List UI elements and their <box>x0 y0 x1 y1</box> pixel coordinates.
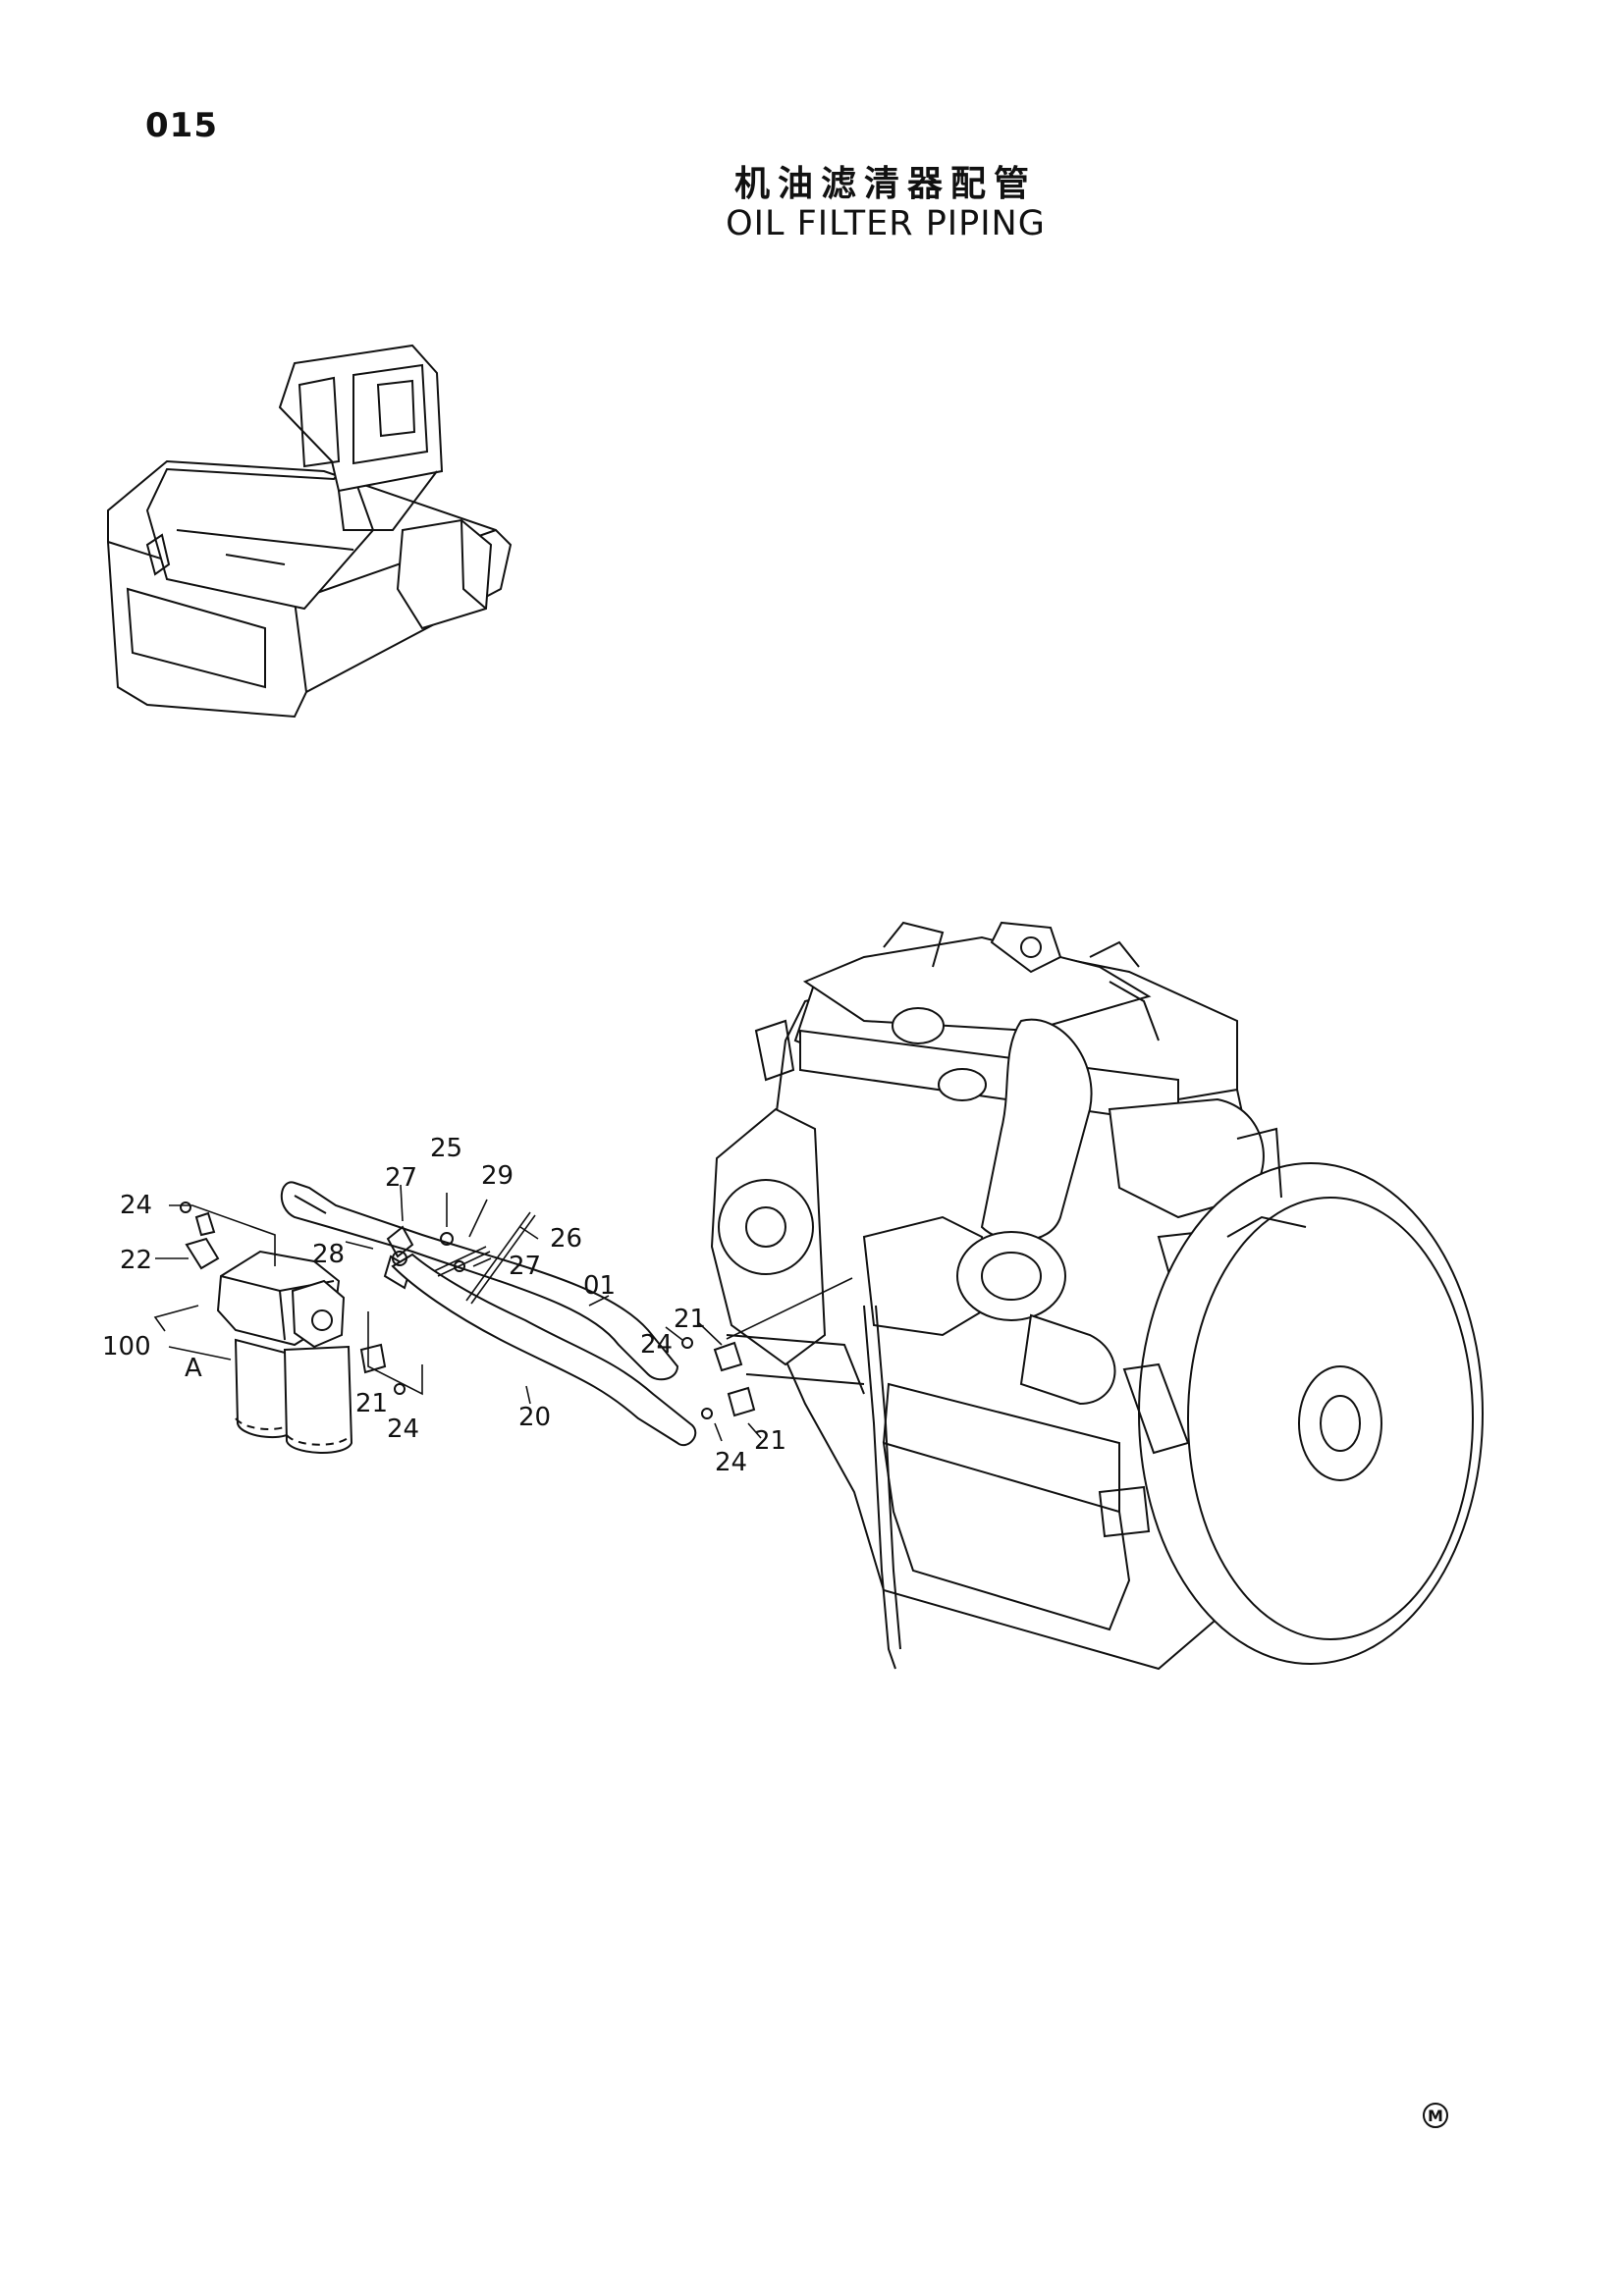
callout-100: 100 <box>102 1332 151 1362</box>
page-number: 015 <box>145 106 218 145</box>
callout-24-left: 24 <box>120 1191 152 1220</box>
oil-filter-piping-illustration <box>180 1181 756 1454</box>
publisher-logo-mark: M <box>1423 2103 1448 2128</box>
callout-20: 20 <box>518 1403 551 1432</box>
callout-25: 25 <box>430 1134 462 1163</box>
callout-24-lower-hose: 24 <box>715 1448 747 1477</box>
engine-assembly-illustration <box>710 921 1484 1671</box>
leader-lines <box>153 1184 853 1442</box>
callout-22: 22 <box>120 1246 152 1275</box>
callout-labels: 25 27 29 24 26 22 28 27 01 100 A 21 24 2… <box>102 1134 786 1477</box>
callout-A: A <box>185 1354 202 1383</box>
callout-24-filter: 24 <box>387 1415 419 1444</box>
callout-24-upper-hose: 24 <box>640 1330 673 1360</box>
title-english: OIL FILTER PIPING <box>726 204 1046 243</box>
callout-01: 01 <box>583 1271 616 1301</box>
callout-29: 29 <box>481 1161 514 1191</box>
callout-28: 28 <box>312 1240 345 1269</box>
callout-21-filter: 21 <box>355 1389 388 1418</box>
logo-letter: M <box>1428 2107 1443 2125</box>
callout-27-lower: 27 <box>509 1252 541 1281</box>
callout-21-lower-engine: 21 <box>754 1426 786 1456</box>
callout-26: 26 <box>550 1224 582 1254</box>
callout-21-upper-engine: 21 <box>674 1305 706 1334</box>
title-chinese: 机油滤清器配管 <box>733 164 1037 204</box>
callout-27-upper: 27 <box>385 1163 417 1193</box>
excavator-location-illustration <box>107 344 513 719</box>
